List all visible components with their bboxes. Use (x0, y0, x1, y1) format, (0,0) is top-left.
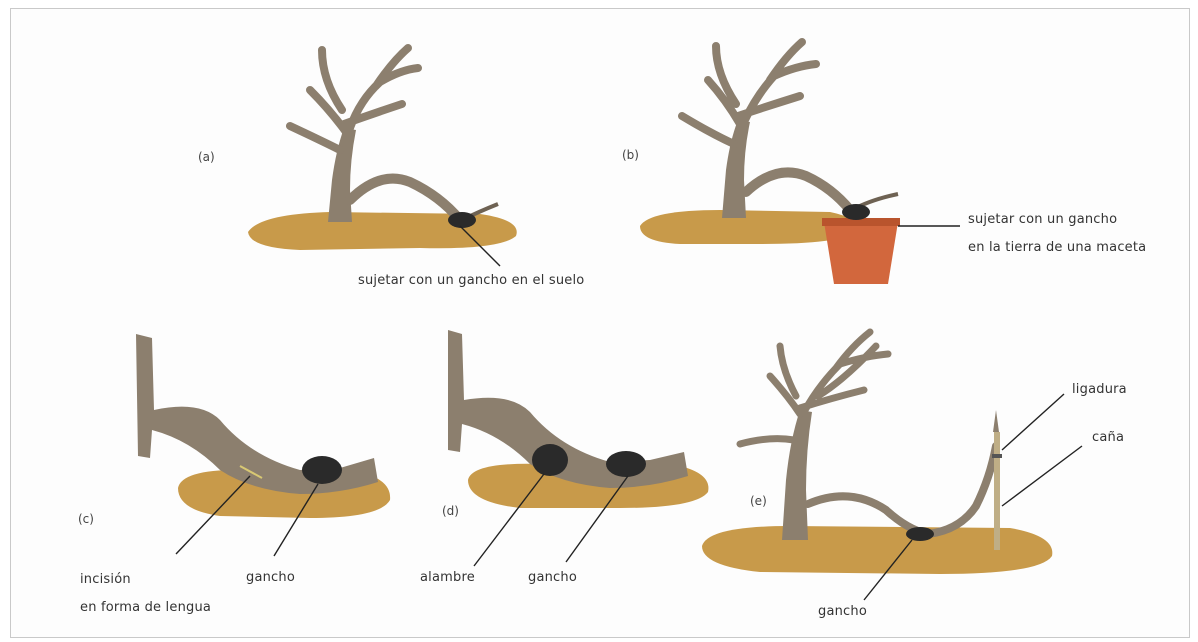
panel-b-tag: (b) (622, 148, 639, 162)
panel-a-soil (248, 212, 517, 250)
panel-e-leader-cane (1002, 446, 1082, 506)
panel-e-cane (994, 432, 1000, 550)
panel-d-wire (532, 444, 568, 476)
panel-e-layered-branch (808, 446, 996, 534)
panel-e-label-tie: ligadura (1072, 382, 1127, 397)
panel-d-label-hook: gancho (528, 570, 577, 585)
panel-b-pot (824, 222, 898, 284)
panel-a-tag: (a) (198, 150, 215, 164)
panel-c-label-incision-2: en forma de lengua (80, 600, 211, 615)
panel-e-tag: (e) (750, 494, 767, 508)
panel-b-layered-branch (746, 172, 850, 210)
panel-b-label-line1: sujetar con un gancho (968, 212, 1117, 227)
panel-d-tag: (d) (442, 504, 459, 518)
panel-e-hook (906, 527, 934, 541)
panel-e-illustration (702, 332, 1082, 600)
panel-c-tag: (c) (78, 512, 94, 526)
panel-c-hook (302, 456, 342, 484)
panel-d-hook (606, 451, 646, 477)
panel-b-hook (842, 204, 870, 220)
panel-c-label-hook: gancho (246, 570, 295, 585)
panel-b-illustration (640, 42, 960, 284)
panel-d-branch (448, 330, 688, 488)
panel-c-illustration (136, 334, 390, 556)
panel-e-trunk (782, 410, 812, 540)
panel-b-trunk (722, 120, 750, 218)
panel-b-branches (682, 42, 816, 144)
panel-e-leader-tie (1002, 394, 1064, 450)
panel-b-label-line2: en la tierra de una maceta (968, 240, 1146, 255)
panel-a-illustration (248, 48, 517, 266)
panel-e-label-cane: caña (1092, 430, 1124, 445)
panel-e-branches (740, 332, 888, 444)
panel-d-label-wire: alambre (420, 570, 475, 585)
panel-d-illustration (448, 330, 708, 566)
panel-e-label-hook: gancho (818, 604, 867, 619)
panel-a-hook (448, 212, 476, 228)
panel-a-label: sujetar con un gancho en el suelo (358, 273, 584, 288)
panel-c-label-incision-1: incisión (80, 572, 131, 587)
